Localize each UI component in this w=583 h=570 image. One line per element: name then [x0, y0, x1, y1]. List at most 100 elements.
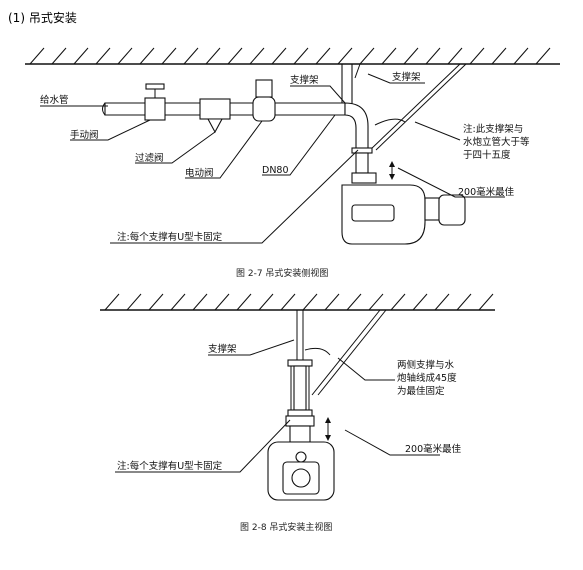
- hatch-stroke: [346, 293, 362, 311]
- hatch-stroke: [73, 47, 89, 65]
- fig2-neck: [289, 425, 311, 443]
- hatch-stroke: [293, 47, 309, 65]
- label-filter-valve: 过滤阀: [135, 152, 164, 164]
- label-dn80: DN80: [262, 165, 289, 176]
- hatch-stroke: [478, 293, 494, 311]
- leader-filter-valve: [135, 131, 216, 164]
- hatch-stroke: [368, 293, 384, 311]
- manual-valve-handwheel: [145, 83, 165, 90]
- hatch-stroke: [337, 47, 353, 65]
- fig2-front-view: 支撑架 两侧支撑与水 炮轴线成45度 为最佳固定 200毫米最佳 注:每个支撑有…: [100, 293, 495, 533]
- fig1-dim-arrow-up: [389, 161, 395, 167]
- leader-fig2-u-clamp: [115, 419, 291, 473]
- leader-distance: [397, 167, 505, 198]
- fig1-angle-arc: [374, 118, 406, 126]
- electric-valve-body: [252, 96, 276, 122]
- hatch-stroke: [302, 293, 318, 311]
- leader-fig2-distance: [344, 429, 440, 456]
- label-note-line2: 水炮立管大于等: [463, 136, 530, 148]
- fig2-bracket-diag2: [317, 309, 387, 396]
- fig1-cannon-panel: [351, 204, 395, 222]
- hatch-stroke: [324, 293, 340, 311]
- hatch-stroke: [469, 47, 485, 65]
- label-fig2-bracket: 支撑架: [208, 343, 237, 355]
- hatch-stroke: [425, 47, 441, 65]
- hatch-stroke: [236, 293, 252, 311]
- label-bracket-left: 支撑架: [290, 74, 319, 86]
- hatch-stroke: [412, 293, 428, 311]
- hatch-stroke: [117, 47, 133, 65]
- fig1-pipe-break: [102, 102, 106, 116]
- fig1-cannon-neck: [351, 172, 377, 184]
- hatch-stroke: [513, 47, 529, 65]
- hatch-stroke: [258, 293, 274, 311]
- fig1-bracket-diag: [369, 63, 461, 151]
- fig1-riser-lower: [355, 152, 369, 174]
- hatch-stroke: [271, 47, 287, 65]
- hatch-stroke: [95, 47, 111, 65]
- leader-u-clamp: [110, 149, 359, 244]
- fig2-clamp-bottom: [287, 409, 313, 417]
- hatch-stroke: [126, 293, 142, 311]
- leader-fig2-note: [337, 357, 395, 381]
- fig1-side-view: 给水管 手动阀 过滤阀 电动阀 DN80 支撑架 支撑架 注:此支撑架与 水炮立…: [25, 47, 560, 279]
- hatch-stroke: [205, 47, 221, 65]
- leader-note: [414, 121, 461, 141]
- leader-manual-valve: [70, 119, 151, 141]
- hatch-stroke: [104, 293, 120, 311]
- label-fig2-distance: 200毫米最佳: [405, 443, 462, 455]
- hatch-stroke: [170, 293, 186, 311]
- fig1-nozzle: [438, 194, 466, 226]
- leader-bracket-left: [290, 85, 346, 104]
- label-fig2-note-line3: 为最佳固定: [397, 385, 445, 397]
- fig1-bracket-top: [354, 63, 361, 79]
- section-heading: (1) 吊式安装: [8, 10, 77, 25]
- hatch-stroke: [456, 293, 472, 311]
- leader-bracket-right: [367, 73, 425, 84]
- leader-dn80: [262, 114, 336, 176]
- hatch-stroke: [148, 293, 164, 311]
- leader-fig2-bracket: [208, 339, 295, 356]
- hatch-stroke: [315, 47, 331, 65]
- hatch-stroke: [491, 47, 507, 65]
- fig1-bracket-diag2: [375, 63, 467, 151]
- hatch-stroke: [280, 293, 296, 311]
- hatch-stroke: [139, 47, 155, 65]
- leader-electric-valve: [185, 120, 263, 179]
- hatch-stroke: [447, 47, 463, 65]
- fig1-dim-arrow-down: [389, 174, 395, 180]
- fig2-bracket-diag: [311, 309, 381, 396]
- fig2-dim-arrow-down: [325, 435, 331, 441]
- hatch-stroke: [192, 293, 208, 311]
- hatch-stroke: [214, 293, 230, 311]
- label-note-line3: 于四十五度: [463, 149, 511, 161]
- hatch-stroke: [161, 47, 177, 65]
- fig2-ceiling-hatch: [104, 293, 494, 311]
- fig1-caption: 图 2-7 吊式安装侧视图: [236, 267, 328, 279]
- label-fig2-u-clamp: 注:每个支撑有U型卡固定: [117, 460, 223, 472]
- hatch-stroke: [403, 47, 419, 65]
- fig1-elbow: [344, 102, 369, 151]
- fig2-nozzle-icon: [291, 468, 311, 488]
- fig1-nozzle-base: [424, 197, 440, 221]
- filter-valve-basket: [207, 118, 223, 134]
- hatch-stroke: [390, 293, 406, 311]
- manual-valve-body: [144, 97, 166, 121]
- label-u-clamp: 注:每个支撑有U型卡固定: [117, 231, 223, 243]
- fig1-ceiling-hatch: [29, 47, 551, 65]
- hatch-stroke: [249, 47, 265, 65]
- hatch-stroke: [227, 47, 243, 65]
- label-water-pipe: 给水管: [40, 94, 69, 106]
- hatch-stroke: [359, 47, 375, 65]
- label-fig2-note-line2: 炮轴线成45度: [397, 372, 457, 384]
- label-manual-valve: 手动阀: [70, 129, 99, 141]
- fig2-dim-arrow-up: [325, 417, 331, 423]
- hatch-stroke: [29, 47, 45, 65]
- fig2-clamp-top: [287, 359, 313, 367]
- hatch-stroke: [51, 47, 67, 65]
- label-bracket-right: 支撑架: [392, 71, 421, 83]
- fig2-angle-arc: [304, 347, 331, 356]
- hatch-stroke: [381, 47, 397, 65]
- label-fig2-note-line1: 两侧支撑与水: [397, 359, 455, 371]
